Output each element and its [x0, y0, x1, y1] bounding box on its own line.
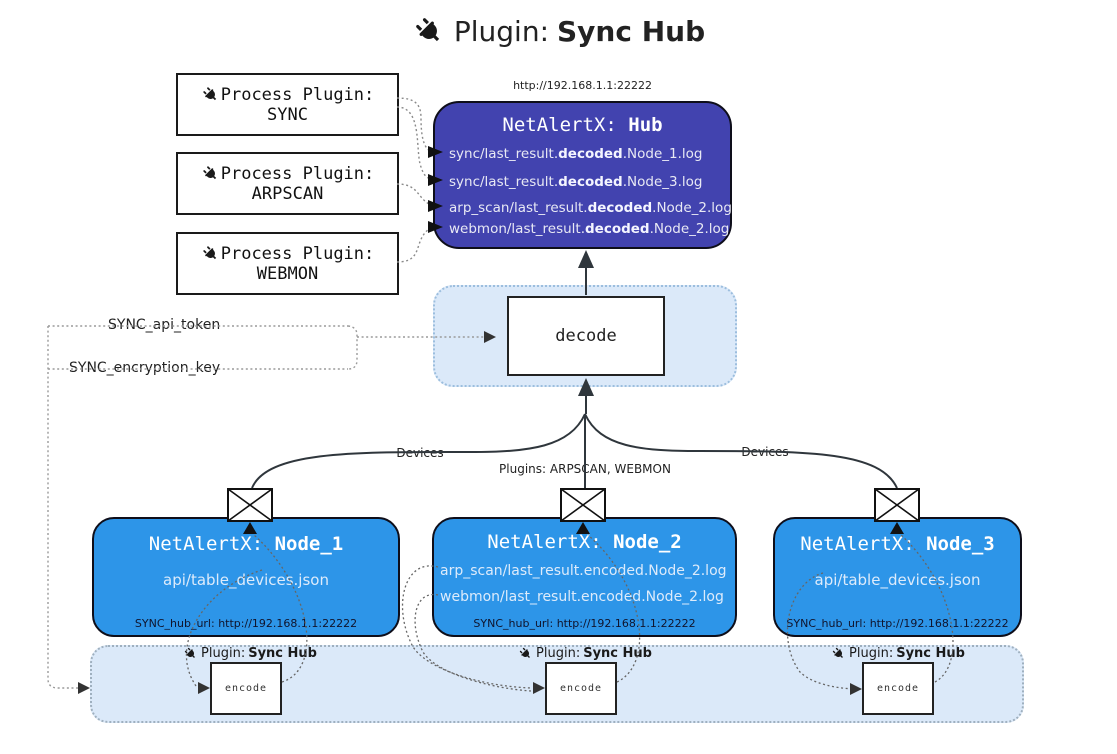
encoder-3-label: Plugin:Sync Hub: [831, 646, 965, 661]
devices-right-label: Devices: [738, 445, 792, 459]
hub-node: NetAlertX: Hub sync/last_result.decoded.…: [433, 101, 732, 249]
hub-title-name: Hub: [628, 114, 663, 136]
plug-icon: [831, 646, 846, 661]
sync-api-token-label: SYNC_api_token: [105, 317, 224, 333]
plugin-to-hub-links: [396, 97, 432, 263]
plug-icon: [201, 244, 220, 263]
hub-log-line: sync/last_result.decoded.Node_3.log: [449, 174, 703, 190]
bar-in-arrow: [78, 682, 90, 694]
process-plugin-name: WEBMON: [256, 263, 319, 284]
encode-box-3: encode: [862, 662, 934, 715]
page-title-prefix: Plugin:: [453, 14, 550, 48]
process-plugin-box-arpscan: Process Plugin: ARPSCAN: [176, 152, 399, 215]
process-plugin-box-webmon: Process Plugin: WEBMON: [176, 232, 399, 295]
node-footer: SYNC_hub_url: http://192.168.1.1:22222: [473, 617, 696, 630]
hub-log-line: arp_scan/last_result.decoded.Node_2.log: [449, 200, 732, 216]
hub-log-line: webmon/last_result.decoded.Node_2.log: [449, 221, 730, 237]
node-line: api/table_devices.json: [814, 571, 981, 589]
process-plugin-label: Process Plugin:: [220, 84, 375, 105]
node-title: NetAlertX: Node_3: [800, 533, 995, 555]
node-footer: SYNC_hub_url: http://192.168.1.1:22222: [786, 617, 1009, 630]
page-title: Plugin: Sync Hub: [0, 14, 1117, 48]
encode-box-2: encode: [545, 662, 617, 715]
node-1-box: NetAlertX: Node_1 api/table_devices.json…: [92, 517, 400, 637]
plug-icon: [412, 14, 446, 48]
devices-left-label: Devices: [393, 446, 447, 460]
hub-url: http://192.168.1.1:22222: [513, 79, 652, 92]
plug-icon: [518, 646, 533, 661]
hub-title-prefix: NetAlertX:: [502, 114, 629, 136]
decode-box: decode: [507, 296, 665, 376]
node-line: api/table_devices.json: [163, 571, 329, 589]
process-plugin-box-sync: Process Plugin: SYNC: [176, 73, 399, 136]
node-line: arp_scan/last_result.encoded.Node_2.log: [440, 563, 727, 579]
hub-up-arrow: [578, 250, 594, 268]
hub-log-line: sync/last_result.decoded.Node_1.log: [449, 146, 703, 162]
process-plugin-label: Process Plugin:: [220, 163, 375, 184]
node-2-box: NetAlertX: Node_2 arp_scan/last_result.e…: [432, 517, 737, 637]
node-title: NetAlertX: Node_1: [148, 533, 344, 555]
plugins-mid-label: Plugins: ARPSCAN, WEBMON: [496, 462, 674, 476]
plug-icon: [183, 646, 198, 661]
node-footer: SYNC_hub_url: http://192.168.1.1:22222: [134, 617, 358, 630]
encoder-1-label: Plugin:Sync Hub: [183, 646, 317, 661]
page-title-name: Sync Hub: [557, 14, 706, 48]
plug-icon: [201, 164, 220, 183]
encoder-2-label: Plugin:Sync Hub: [518, 646, 652, 661]
process-plugin-name: SYNC: [267, 104, 308, 125]
plug-icon: [201, 85, 220, 104]
process-plugin-name: ARPSCAN: [251, 183, 324, 204]
node-title: NetAlertX: Node_2: [487, 531, 682, 553]
node-3-box: NetAlertX: Node_3 api/table_devices.json…: [773, 517, 1022, 637]
process-plugin-label: Process Plugin:: [220, 243, 375, 264]
hub-title: NetAlertX: Hub: [435, 114, 730, 136]
decode-label: decode: [555, 326, 617, 346]
sync-encryption-key-label: SYNC_encryption_key: [66, 360, 224, 376]
node-line: webmon/last_result.encoded.Node_2.log: [440, 589, 724, 605]
encode-box-1: encode: [210, 662, 282, 715]
